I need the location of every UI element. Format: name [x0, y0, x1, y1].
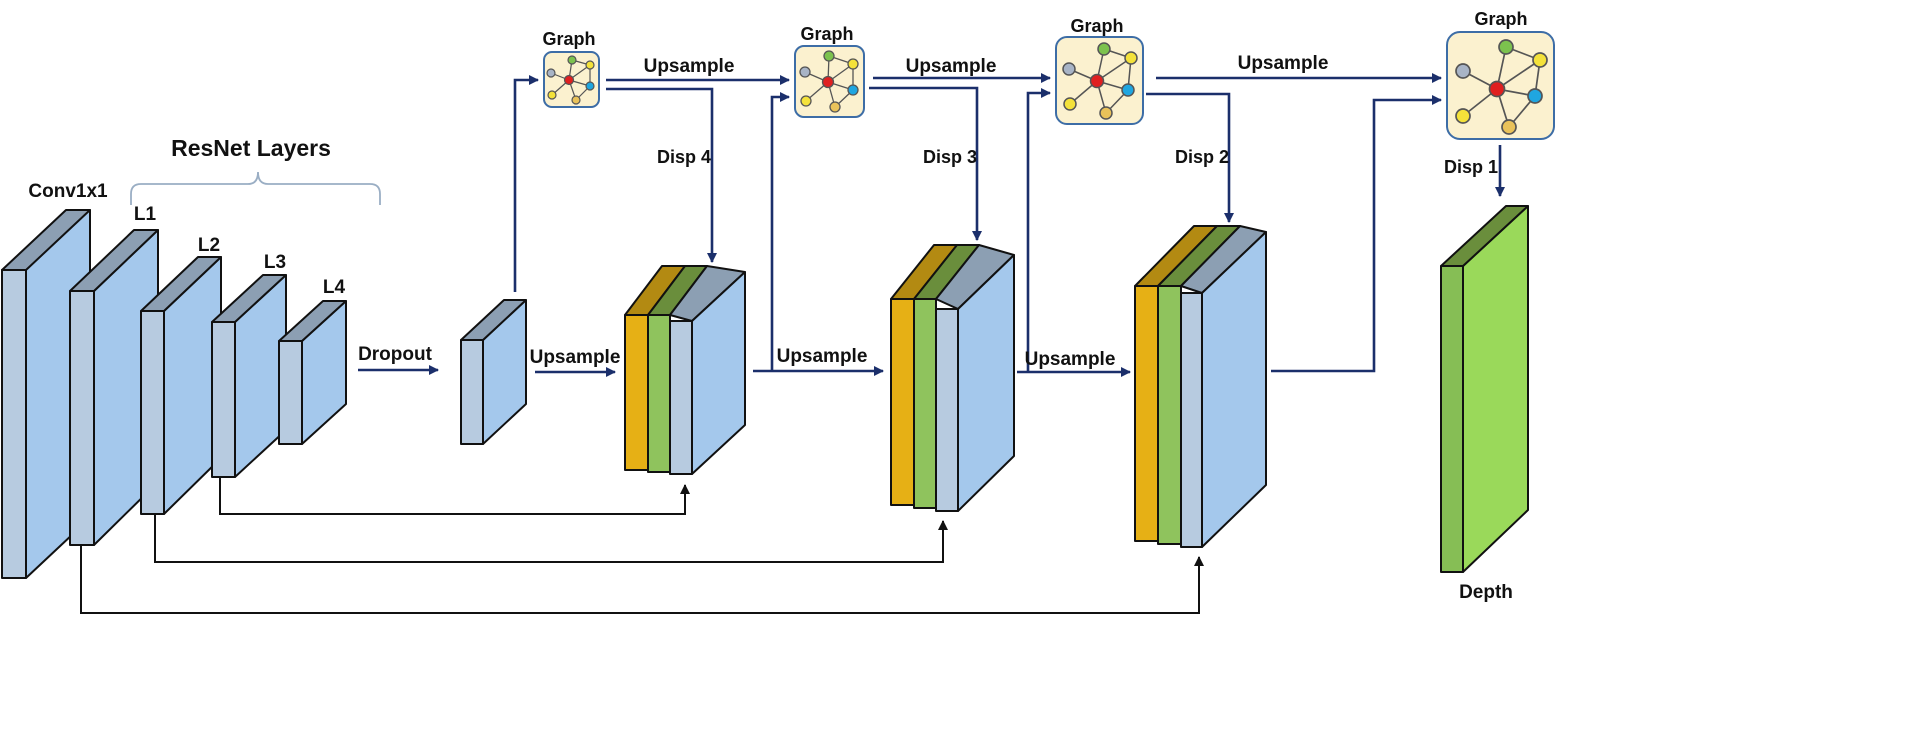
network-graph-icon — [1062, 42, 1138, 120]
l3-block — [211, 274, 287, 478]
upsample-label-graph-1: Upsample — [644, 56, 735, 77]
l2-label: L2 — [198, 235, 220, 256]
disp-3-label: Disp 3 — [923, 147, 977, 167]
disp-3-arrow — [869, 86, 982, 241]
depth-output-block — [1440, 205, 1529, 573]
decoder-stack-2 — [1134, 225, 1267, 548]
conv1x1-block — [1, 209, 91, 579]
depth-label: Depth — [1459, 582, 1513, 603]
graph-module-4 — [1446, 31, 1555, 140]
skip-connection-l2 — [219, 477, 690, 515]
graph-label-1: Graph — [542, 29, 595, 49]
disp-4-label: Disp 4 — [657, 147, 711, 167]
bottleneck-block — [460, 299, 527, 445]
conv1x1-label: Conv1x1 — [28, 181, 108, 202]
stack-3-to-graph-3-arrow — [1026, 88, 1051, 372]
decoder-stack-3 — [890, 244, 1015, 512]
upsample-label-graph-3: Upsample — [1238, 53, 1329, 74]
upsample-label-2: Upsample — [777, 346, 868, 367]
stack-2-to-graph-4-arrow — [1271, 95, 1442, 373]
dropout-label: Dropout — [358, 344, 433, 365]
l4-label: L4 — [323, 277, 346, 298]
resnet-layers-label: ResNet Layers — [171, 135, 331, 161]
skip-connection-l1 — [154, 514, 948, 563]
graph-module-1 — [543, 51, 600, 108]
disp-1-label: Disp 1 — [1444, 157, 1498, 177]
decoder-stack-4 — [624, 265, 746, 475]
network-graph-icon — [799, 50, 859, 113]
graph-label-4: Graph — [1474, 9, 1527, 29]
bottleneck-to-graph-1-arrow — [513, 75, 539, 292]
resnet-layers-brace — [130, 171, 381, 205]
skip-connection-conv1x1 — [80, 545, 1204, 614]
l1-label: L1 — [134, 204, 157, 225]
graph-module-2 — [794, 45, 865, 118]
upsample-label-1: Upsample — [530, 347, 621, 368]
network-graph-icon — [546, 55, 595, 105]
disp-2-arrow — [1146, 92, 1234, 223]
disp-2-label: Disp 2 — [1175, 147, 1229, 167]
disp-4-arrow — [606, 87, 717, 263]
graph-label-3: Graph — [1070, 16, 1123, 36]
graph-label-2: Graph — [800, 24, 853, 44]
upsample-label-graph-2: Upsample — [906, 56, 997, 77]
upsample-label-3: Upsample — [1025, 349, 1116, 370]
l4-block — [278, 300, 347, 445]
l2-block — [140, 256, 222, 515]
graph-module-3 — [1055, 36, 1144, 125]
l3-label: L3 — [264, 252, 286, 273]
network-graph-icon — [1455, 39, 1548, 135]
stack-4-to-graph-2-arrow — [770, 92, 790, 371]
